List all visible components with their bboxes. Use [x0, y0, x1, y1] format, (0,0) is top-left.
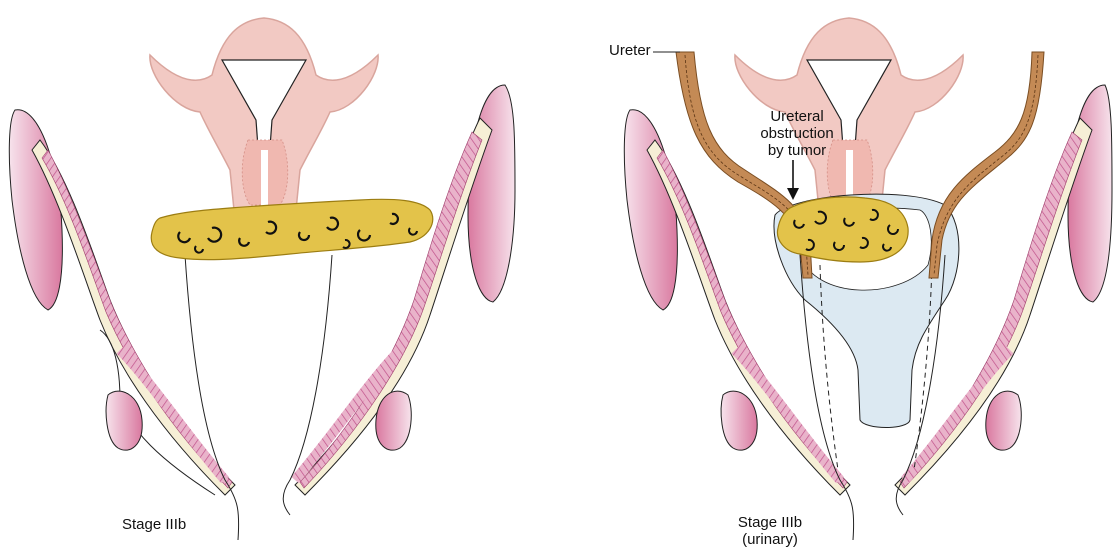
right-stage-label: Stage IIIb (urinary) [726, 514, 814, 548]
left-pelvic-muscle-right [295, 85, 515, 495]
obstruction-label-line1: Ureteral [752, 108, 842, 125]
left-tumor [151, 199, 433, 259]
obstruction-label-line2: obstruction [752, 125, 842, 142]
right-stage-label-line2: (urinary) [726, 531, 814, 548]
right-tumor [777, 197, 908, 262]
left-uterus [150, 18, 378, 220]
left-stage-label: Stage IIIb [122, 516, 186, 533]
right-panel-stage-iiib-urinary [624, 18, 1112, 540]
left-panel-stage-iiib [9, 18, 515, 540]
left-vagina-outline [185, 255, 239, 540]
left-pelvic-muscle-left [9, 110, 235, 495]
obstruction-label: Ureteral obstruction by tumor [752, 108, 842, 159]
right-stage-label-line1: Stage IIIb [726, 514, 814, 531]
ureter-label: Ureter [609, 42, 651, 59]
obstruction-arrow [787, 160, 799, 200]
obstruction-label-line3: by tumor [752, 142, 842, 159]
